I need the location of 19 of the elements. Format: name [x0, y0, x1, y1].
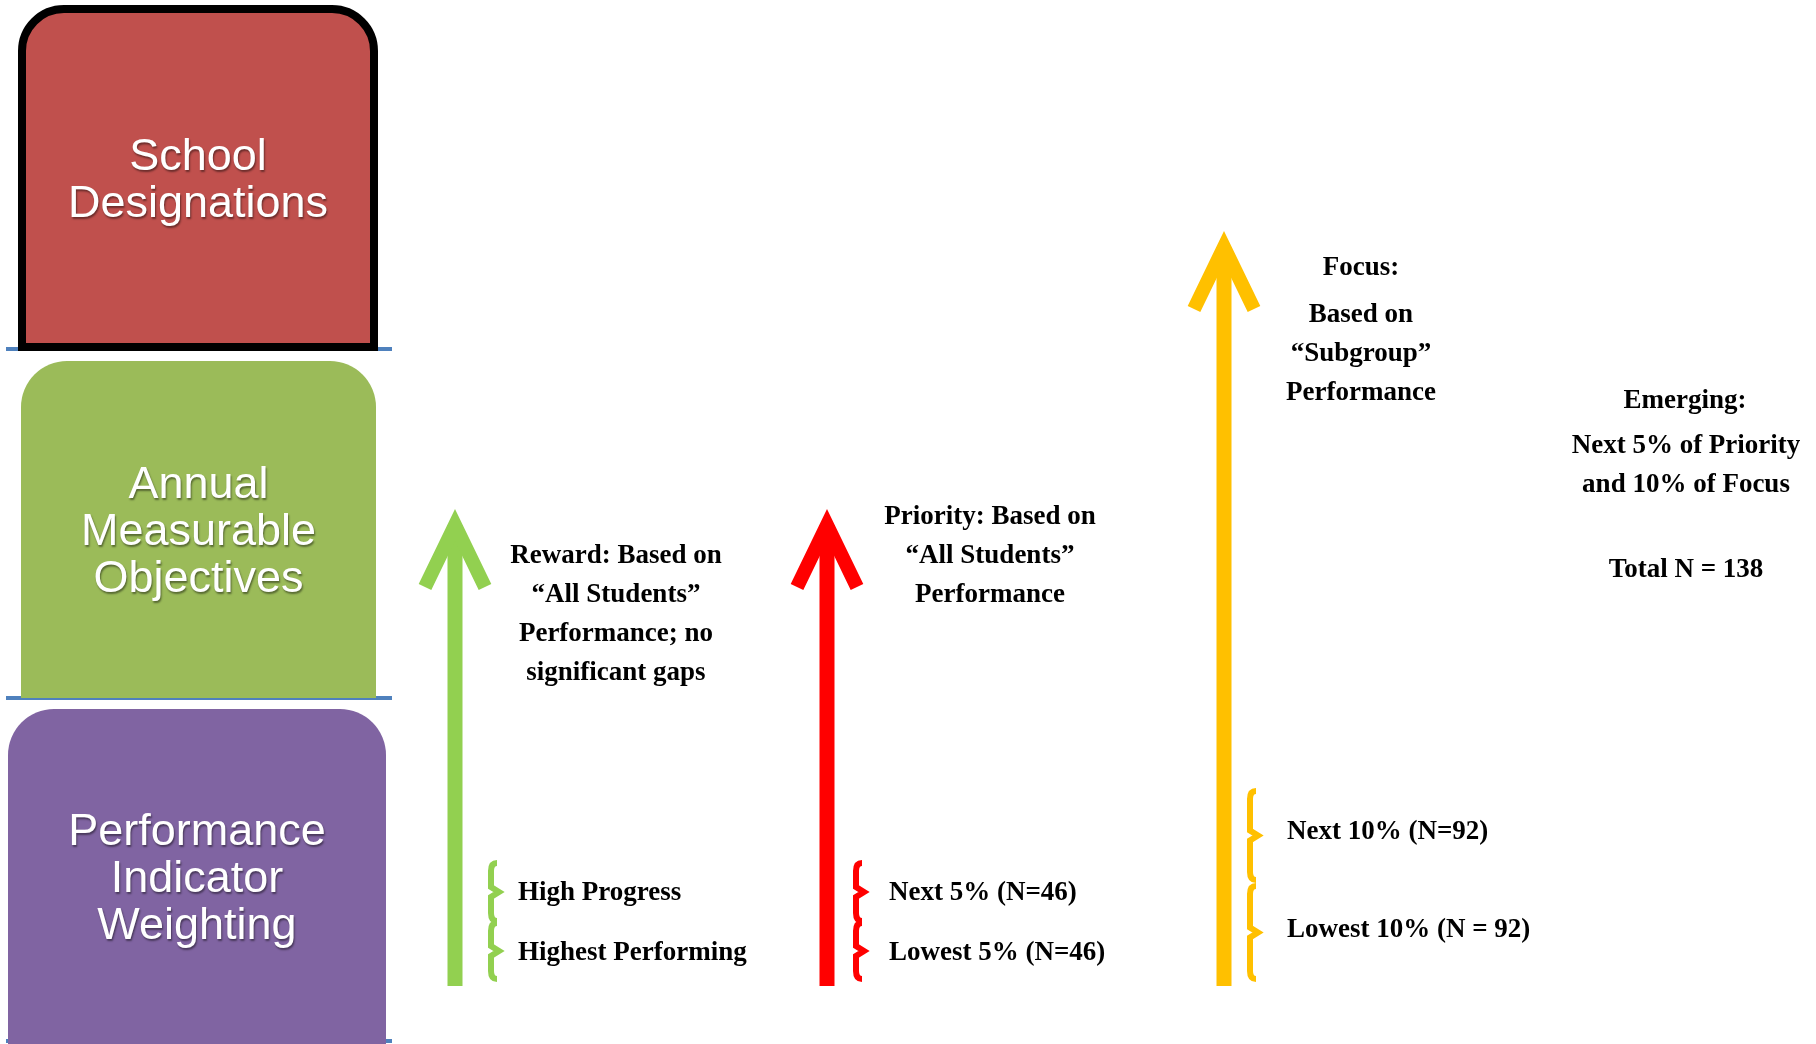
annotation-text: Focus:	[1321, 250, 1401, 283]
annotation-text: Lowest 10% (N = 92)	[1287, 912, 1532, 945]
box-title: Annual Measurable Objectives	[79, 458, 318, 601]
annotation-text: Highest Performing	[518, 935, 748, 968]
annotation-text: Reward: Based on “All Students” Performance; no significant gaps	[509, 538, 723, 688]
annotation-text: Next 10% (N=92)	[1287, 814, 1490, 847]
category-box	[8, 709, 386, 1044]
category-box	[18, 5, 378, 351]
annotation-text: Next 5% (N=46)	[889, 875, 1078, 908]
annotation-text: Emerging:	[1622, 383, 1748, 416]
box-title: School Designations	[66, 130, 330, 226]
annotation-text: Lowest 5% (N=46)	[889, 935, 1107, 968]
box-title: Performance Indicator Weighting	[67, 805, 327, 948]
annotation-text: High Progress	[518, 875, 683, 908]
annotation-text: Based on “Subgroup” Performance	[1285, 297, 1437, 408]
category-box	[21, 361, 376, 698]
annotation-text: Total N = 138	[1607, 552, 1765, 585]
annotation-text: Priority: Based on “All Students” Performance	[883, 499, 1097, 610]
annotation-text: Next 5% of Priority and 10% of Focus	[1570, 428, 1802, 500]
